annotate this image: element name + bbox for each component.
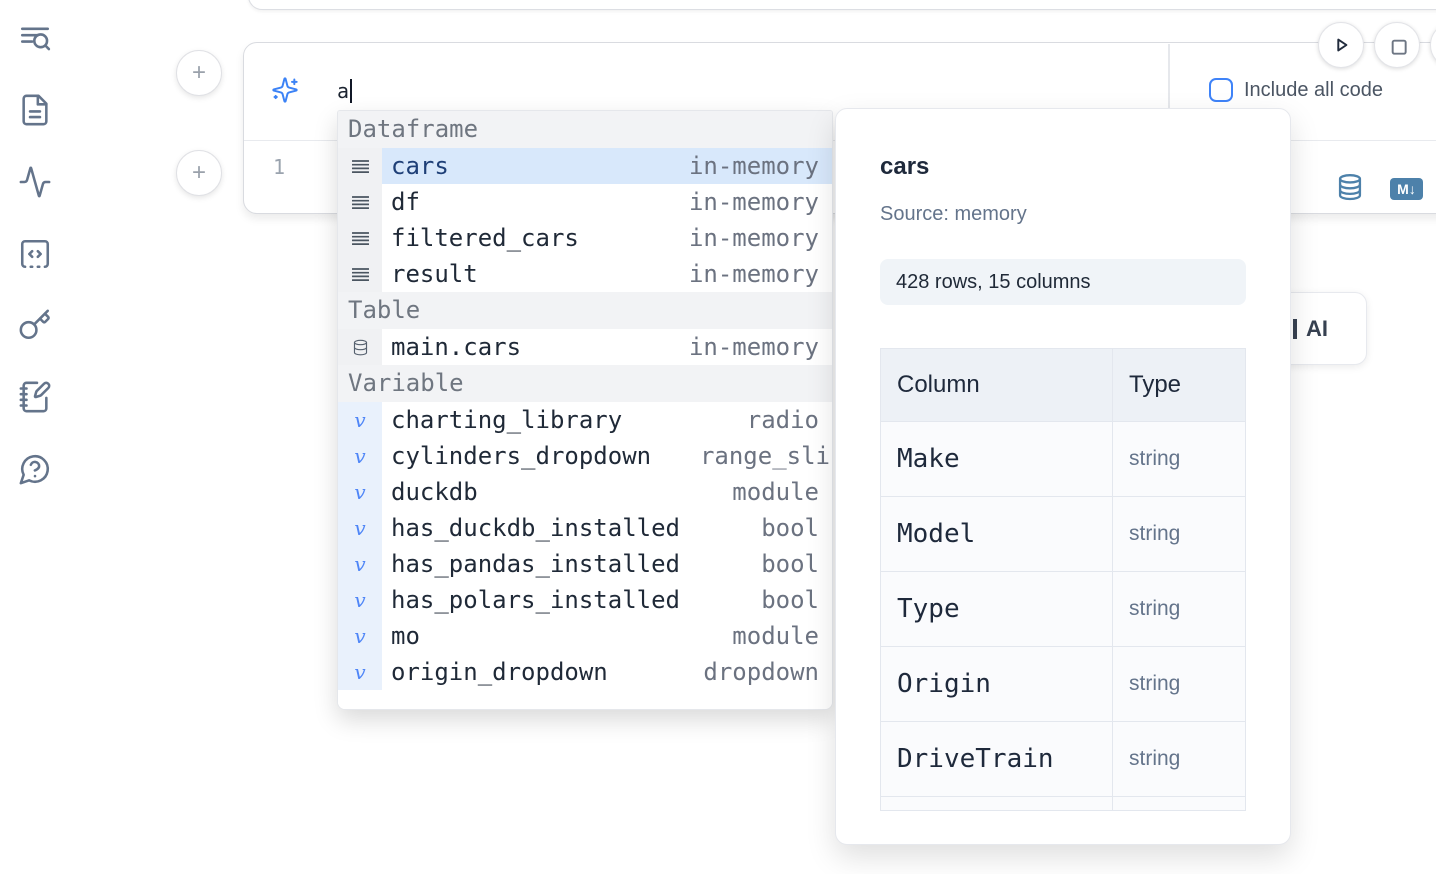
schema-row: Type string bbox=[881, 571, 1245, 646]
variable-icon: v bbox=[338, 546, 382, 582]
run-cell-button[interactable] bbox=[1318, 22, 1364, 68]
preview-source: Source: memory bbox=[880, 203, 1027, 225]
text-search-icon[interactable] bbox=[18, 21, 52, 55]
schema-row: Origin string bbox=[881, 646, 1245, 721]
variable-icon: v bbox=[338, 474, 382, 510]
database-icon[interactable] bbox=[1336, 173, 1364, 201]
activity-icon[interactable] bbox=[18, 165, 52, 199]
include-all-code-label: Include all code bbox=[1244, 79, 1383, 101]
autocomplete-item-main-cars[interactable]: main.cars in-memory bbox=[338, 329, 832, 365]
schema-row-clipped bbox=[881, 796, 1245, 810]
autocomplete-item-charting-library[interactable]: v charting_library radio bbox=[338, 402, 832, 438]
autocomplete-item-df[interactable]: df in-memory bbox=[338, 184, 832, 220]
variable-icon: v bbox=[338, 618, 382, 654]
ai-prompt-text: a bbox=[337, 79, 350, 103]
previous-cell-fragment bbox=[248, 0, 1436, 10]
autocomplete-item-clipped[interactable]: pd module bbox=[338, 690, 832, 709]
notebook-pen-icon[interactable] bbox=[18, 380, 52, 414]
autocomplete-section-header: Variable bbox=[338, 365, 832, 402]
dataframe-icon bbox=[338, 256, 382, 292]
autocomplete-item-origin-dropdown[interactable]: v origin_dropdown dropdown bbox=[338, 654, 832, 690]
include-all-code-checkbox[interactable] bbox=[1209, 78, 1233, 102]
autocomplete-item-has-polars-installed[interactable]: v has_polars_installed bool bbox=[338, 582, 832, 618]
autocomplete-item-mo[interactable]: v mo module bbox=[338, 618, 832, 654]
autocomplete-item-cars[interactable]: cars in-memory bbox=[338, 148, 832, 184]
autocomplete-item-result[interactable]: result in-memory bbox=[338, 256, 832, 292]
table-database-icon bbox=[338, 329, 382, 365]
autocomplete-section-header: Dataframe bbox=[338, 111, 832, 148]
schema-row: DriveTrain string bbox=[881, 721, 1245, 796]
ai-row-divider bbox=[1168, 44, 1170, 139]
key-icon[interactable] bbox=[18, 308, 52, 342]
ai-prompt-input[interactable]: a bbox=[337, 76, 353, 106]
dataframe-preview-popup: cars Source: memory 428 rows, 15 columns… bbox=[835, 108, 1291, 845]
variable-icon: v bbox=[338, 402, 382, 438]
clipped-letter-fragment bbox=[1293, 318, 1297, 339]
stop-button[interactable] bbox=[1374, 22, 1420, 68]
variable-icon: v bbox=[338, 510, 382, 546]
schema-header-column: Column bbox=[897, 371, 980, 398]
markdown-convert-icon[interactable]: M↓ bbox=[1390, 178, 1423, 200]
autocomplete-dropdown[interactable]: Dataframe cars in-memory df in-memory fi… bbox=[337, 110, 833, 710]
variable-icon: v bbox=[338, 582, 382, 618]
schema-table: Column Type Make string Model string Typ… bbox=[880, 348, 1246, 811]
schema-row: Model string bbox=[881, 496, 1245, 571]
preview-shape-badge: 428 rows, 15 columns bbox=[880, 259, 1246, 305]
autocomplete-section-header: Table bbox=[338, 292, 832, 329]
ai-overlay-button-label: AI bbox=[1306, 315, 1328, 341]
sparkles-ai-icon bbox=[271, 76, 299, 104]
dataframe-icon bbox=[338, 184, 382, 220]
dataframe-icon bbox=[338, 220, 382, 256]
schema-row: Make string bbox=[881, 421, 1245, 496]
file-text-icon[interactable] bbox=[18, 93, 52, 127]
editor-line-number: 1 bbox=[272, 155, 286, 179]
autocomplete-item-has-pandas-installed[interactable]: v has_pandas_installed bool bbox=[338, 546, 832, 582]
help-chat-icon[interactable] bbox=[18, 452, 52, 486]
text-cursor bbox=[350, 79, 353, 103]
autocomplete-item-has-duckdb-installed[interactable]: v has_duckdb_installed bool bbox=[338, 510, 832, 546]
add-cell-button-top[interactable]: + bbox=[176, 50, 222, 96]
variable-icon: v bbox=[338, 654, 382, 690]
add-cell-button-bottom[interactable]: + bbox=[176, 150, 222, 196]
variable-icon: v bbox=[338, 438, 382, 474]
dataframe-icon bbox=[338, 148, 382, 184]
code-square-icon[interactable] bbox=[18, 237, 52, 271]
autocomplete-item-duckdb[interactable]: v duckdb module bbox=[338, 474, 832, 510]
autocomplete-item-cylinders-dropdown[interactable]: v cylinders_dropdown range_sli bbox=[338, 438, 832, 474]
schema-header-row: Column Type bbox=[881, 349, 1245, 421]
autocomplete-item-filtered-cars[interactable]: filtered_cars in-memory bbox=[338, 220, 832, 256]
preview-title: cars bbox=[880, 153, 930, 180]
schema-header-type: Type bbox=[1112, 349, 1245, 421]
